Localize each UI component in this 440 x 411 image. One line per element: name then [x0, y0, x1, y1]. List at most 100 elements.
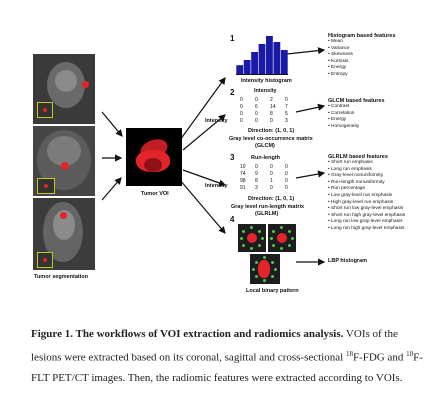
- glrlm-feature-item: • Low gray-level run emphasis: [328, 192, 393, 198]
- glrlm-number: 3: [230, 153, 235, 162]
- glcm-feature-item: • Energy: [328, 117, 347, 123]
- glcm-features: GLCM based features • Contrast• Correlat…: [328, 98, 385, 130]
- glcm-matrix-cell: 2: [270, 97, 273, 103]
- tumor-voi-render: [126, 128, 182, 186]
- glcm-matrix-cell: 0: [240, 111, 243, 117]
- histogram-feature-item: • Kurtosis: [328, 58, 349, 64]
- segmentation-scan-coronal: [33, 54, 95, 124]
- histogram-bar: [251, 52, 258, 74]
- histogram-feature-item: • Skewness: [328, 52, 353, 58]
- glcm-top-label: Intensity: [254, 88, 277, 94]
- caption-part1: VOIs of the lesions were extracted based…: [31, 328, 398, 364]
- histogram-features-title: Histogram based features: [328, 33, 396, 39]
- glrlm-matrix-cell: 91: [240, 185, 246, 191]
- intensity-label-glcm: Intensity: [205, 118, 228, 124]
- histogram-feature-item: • Mean: [328, 39, 344, 44]
- glcm-caption-line2: (GLCM): [255, 143, 275, 149]
- glrlm-matrix-cell: 3: [255, 185, 258, 191]
- glrlm-matrix-cell: 8: [255, 178, 258, 184]
- glrlm-matrix-cell: 9: [255, 171, 258, 177]
- glcm-features-list: • Contrast• Correlation• Energy• Homogen…: [328, 104, 385, 130]
- glrlm-feature-item: • Run-length nonuniformity: [328, 179, 385, 185]
- caption-part2: F-FDG and: [352, 351, 407, 364]
- intensity-histogram-chart: [236, 36, 288, 75]
- glcm-number: 2: [230, 88, 235, 97]
- glrlm-matrix-cell: 0: [270, 185, 273, 191]
- glcm-direction: Direction: (1, 0, 1): [248, 128, 295, 134]
- glcm-features-title: GLCM based features: [328, 98, 385, 104]
- histogram-feature-item: • Entropy: [328, 71, 348, 77]
- glrlm-feature-item: • Long run emphasis: [328, 166, 372, 172]
- figure-caption: Figure 1. The workflows of VOI extractio…: [31, 324, 426, 388]
- lbp-number: 4: [230, 215, 235, 224]
- histogram-bar: [236, 65, 244, 74]
- glrlm-direction: Direction: (1, 0, 1): [248, 196, 295, 202]
- glrlm-feature-item: • Run percentage: [328, 186, 366, 192]
- segmentation-scan-axial: [33, 198, 95, 270]
- glrlm-matrix-cell: 0: [285, 171, 288, 177]
- histogram-features: Histogram based features • Mean• Varianc…: [328, 33, 396, 79]
- histogram-bar: [266, 36, 273, 74]
- glcm-matrix-cell: 3: [285, 118, 288, 124]
- glrlm-matrix-cell: 0: [270, 171, 273, 177]
- lbp-image-3: [250, 254, 280, 284]
- lbp-image-1: [238, 224, 266, 252]
- glrlm-feature-item: • Short run low gray-level emphasis: [328, 206, 404, 212]
- glrlm-matrix-cell: 1: [270, 178, 273, 184]
- glcm-feature-item: • Correlation: [328, 110, 355, 116]
- glcm-matrix-cell: 0: [240, 104, 243, 110]
- glrlm-caption-line2: (GLRLM): [255, 211, 279, 217]
- glrlm-top-label: Run-length: [251, 155, 281, 161]
- caption-sup2: 18: [406, 350, 414, 358]
- glrlm-feature-item: • Long run low gray-level emphasis: [328, 219, 403, 225]
- glrlm-features-list: • Short run emphasis• Long run emphasis•…: [328, 160, 405, 233]
- glcm-feature-item: • Homogeneity: [328, 123, 360, 129]
- glcm-matrix-cell: 6: [255, 104, 258, 110]
- histogram-bar: [258, 44, 266, 74]
- histogram-bar: [280, 50, 288, 74]
- glrlm-matrix-cell: 0: [285, 164, 288, 170]
- lbp-label: Local binary pattern: [246, 288, 299, 294]
- glrlm-matrix-cell: 74: [240, 171, 246, 177]
- glrlm-matrix-cell: 10: [240, 164, 246, 170]
- histogram-features-list: • Mean• Variance• Skewness• Kurtosis• En…: [328, 39, 396, 79]
- lbp-features-title: LBP histogram: [328, 258, 368, 264]
- glrlm-feature-item: • Short run high gray-level emphasis: [328, 212, 406, 218]
- glcm-matrix-cell: 0: [285, 97, 288, 103]
- histogram-feature-item: • Energy: [328, 65, 347, 71]
- glrlm-matrix-cell: 0: [285, 178, 288, 184]
- glrlm-feature-item: • Gray-level nonuniformity: [328, 173, 383, 179]
- intensity-label-glrlm: Intensity: [205, 183, 228, 189]
- glcm-caption-line1: Gray level co-occurrence matrix: [229, 136, 313, 142]
- glcm-matrix-cell: 14: [270, 104, 276, 110]
- segmentation-scan-sagittal: [33, 126, 95, 196]
- histogram-bar: [273, 42, 281, 74]
- glcm-matrix-cell: 5: [285, 111, 288, 117]
- histogram-bar: [243, 60, 251, 74]
- glcm-matrix-cell: 0: [255, 97, 258, 103]
- caption-part3: F-FLT PET/CT images. Then, the radiomic …: [31, 351, 423, 384]
- glcm-matrix-cell: 8: [270, 111, 273, 117]
- glrlm-feature-item: • High gray-level run emphasis: [328, 199, 394, 205]
- histogram-feature-item: • Variance: [328, 45, 350, 51]
- glrlm-caption-line1: Gray level run-length matrix: [231, 204, 305, 210]
- glrlm-matrix-cell: 98: [240, 178, 246, 184]
- glcm-matrix-cell: 0: [240, 97, 243, 103]
- workflow-arrows: [101, 47, 326, 266]
- glcm-matrix-cell: 7: [285, 104, 288, 110]
- histogram-label: Intensity histogram: [241, 78, 292, 84]
- glrlm-features-title: GLRLM based features: [328, 154, 388, 160]
- lbp-image-2: [268, 224, 296, 252]
- glcm-matrix-cell: 0: [255, 118, 258, 124]
- glrlm-matrix-cell: 0: [270, 164, 273, 170]
- glcm-matrix-cell: 0: [255, 111, 258, 117]
- glcm-feature-item: • Contrast: [328, 104, 350, 109]
- segmentation-label: Tumor segmentation: [34, 274, 88, 280]
- histogram-number: 1: [230, 34, 235, 43]
- glcm-matrix-cell: 0: [240, 118, 243, 124]
- tumor-voi-label: Tumor VOI: [141, 191, 169, 197]
- glrlm-matrix-cell: 0: [285, 185, 288, 191]
- caption-fig-label: Figure 1. The workflows of VOI extractio…: [31, 328, 344, 340]
